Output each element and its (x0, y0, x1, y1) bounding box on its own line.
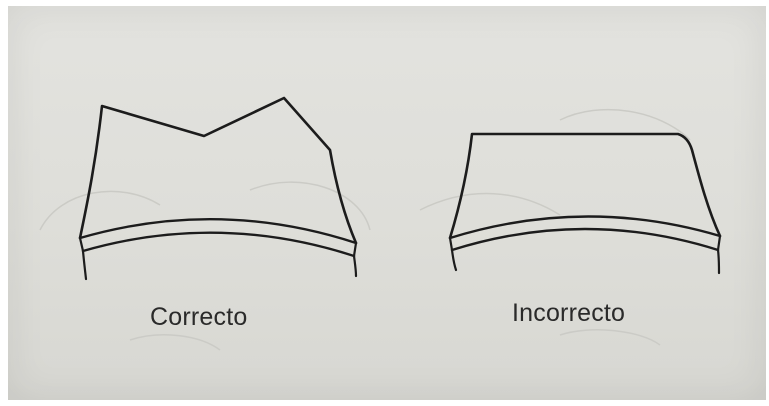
correcto-band-left-end (78, 236, 85, 253)
incorrecto-band-top (448, 215, 722, 240)
incorrecto-band-right-end (716, 234, 722, 252)
caption-correcto: Correcto (150, 303, 248, 331)
incorrecto-crown-outline (448, 132, 722, 240)
correcto-band-right-end (352, 241, 358, 258)
correcto-crown-outline (78, 96, 358, 245)
paper-background (8, 6, 766, 400)
correcto-root-left (81, 249, 88, 281)
caption-incorrecto: Incorrecto (512, 299, 626, 327)
incorrecto-root-left (450, 248, 458, 272)
correcto-band-bottom (81, 231, 356, 258)
incorrecto-band-left-end (448, 236, 454, 252)
correcto-band-top (78, 217, 358, 245)
incorrecto-band-bottom (450, 227, 720, 252)
figure-incorrecto (448, 132, 722, 275)
figure-correcto (78, 96, 358, 281)
correcto-root-right (352, 254, 358, 278)
incorrecto-root-right (716, 248, 721, 275)
ghost-traces (39, 108, 691, 351)
